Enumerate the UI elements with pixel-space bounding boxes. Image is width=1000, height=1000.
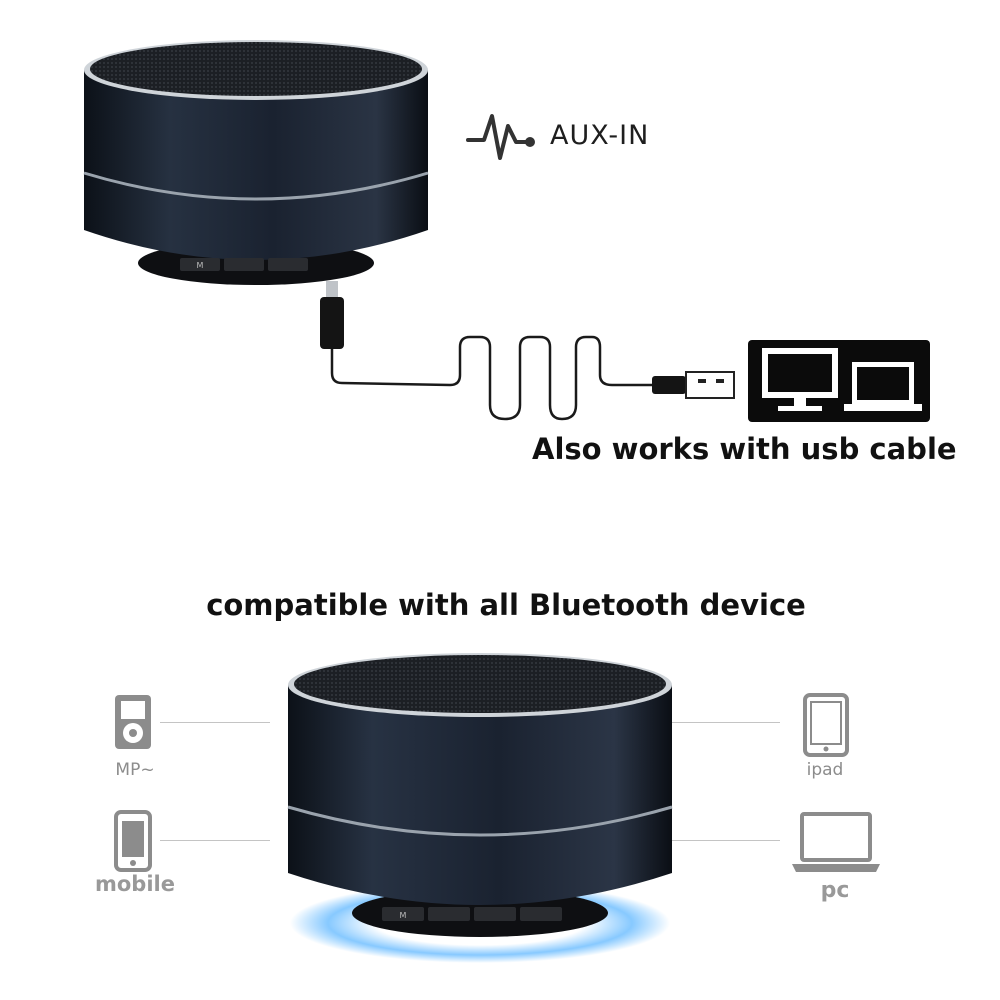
- micro-usb-tip: [326, 281, 338, 299]
- speaker-top: M: [83, 40, 429, 285]
- speaker-bottom-grille: [294, 655, 666, 713]
- aux-in-label: AUX-IN: [550, 120, 650, 151]
- cable-wire: [330, 335, 652, 421]
- pc-label: pc: [820, 878, 850, 903]
- speaker-bottom-button-prev[interactable]: [428, 907, 470, 921]
- mp3-label: MP~: [115, 760, 155, 780]
- computer-monitors-icon: [748, 340, 930, 422]
- speaker-bottom-body: [288, 685, 672, 905]
- speaker-top-button-prev[interactable]: [224, 258, 264, 271]
- mobile-phone-icon: [114, 810, 152, 872]
- usb-caption: Also works with usb cable: [532, 432, 957, 466]
- bluetooth-title: compatible with all Bluetooth device: [206, 588, 806, 622]
- connector-line-pc: [668, 840, 780, 841]
- mp3-player-icon: [115, 695, 151, 749]
- speaker-bottom-ring: [287, 805, 673, 837]
- connector-line-mobile: [160, 840, 270, 841]
- speaker-bottom-button-play[interactable]: [474, 907, 516, 921]
- speaker-top-button-m[interactable]: [180, 258, 220, 271]
- ipad-label: ipad: [806, 760, 844, 780]
- speaker-bottom-button-m-label: M: [400, 911, 407, 920]
- speaker-top-grille: [90, 42, 422, 96]
- waveform-icon: [466, 114, 535, 160]
- speaker-bottom-button-m[interactable]: [382, 907, 424, 921]
- mobile-label: mobile: [95, 872, 175, 896]
- speaker-top-button-next[interactable]: [268, 258, 308, 271]
- usb-a-connector: [685, 371, 735, 399]
- laptop-icon: [792, 812, 880, 872]
- speaker-top-ring: [83, 171, 429, 201]
- speaker-top-body: [84, 70, 428, 260]
- tablet-icon: [803, 693, 849, 757]
- connector-line-mp3: [160, 722, 270, 723]
- usb-a-plug: [652, 376, 686, 394]
- speaker-bottom: M: [287, 653, 673, 963]
- usb-cable: [320, 281, 735, 421]
- micro-usb-plug: [320, 297, 344, 349]
- connector-line-ipad: [668, 722, 780, 723]
- speaker-bottom-button-next[interactable]: [520, 907, 562, 921]
- speaker-top-button-m-label: M: [197, 261, 204, 270]
